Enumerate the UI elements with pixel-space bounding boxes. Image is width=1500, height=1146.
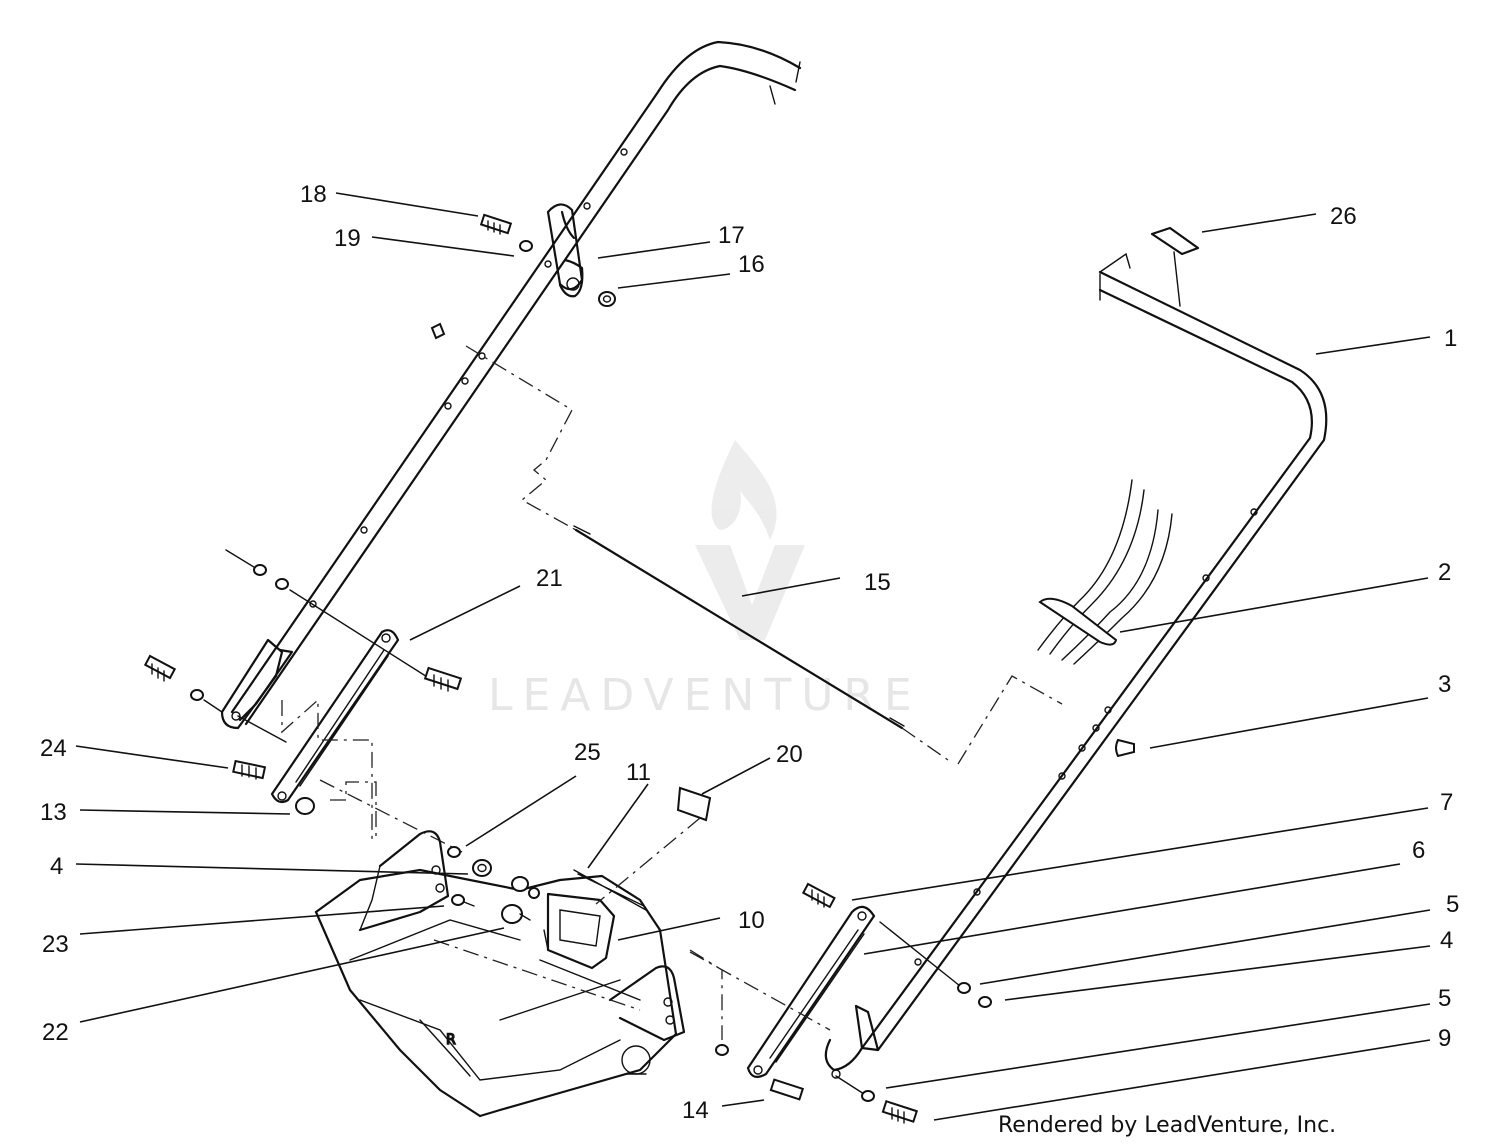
callout-2: 2: [1438, 559, 1451, 586]
callout-16: 16: [738, 251, 765, 278]
assembly-line-c: [465, 345, 577, 531]
nut-4a: [472, 859, 492, 877]
small-screw: [430, 322, 446, 340]
deck-bracket-right: [608, 965, 686, 1042]
callout-13: 13: [40, 799, 67, 826]
decal-20: [676, 786, 712, 822]
callout-10: 10: [738, 907, 765, 934]
decal-26: [1150, 226, 1200, 256]
callouts: 1 2 3 4 4 5 5 6 7 9 10 11 13 14 15 16 17…: [40, 181, 1459, 1124]
credit-text: Rendered by LeadVenture, Inc.: [998, 1113, 1336, 1138]
plug-3: [1115, 738, 1135, 758]
callout-4b: 4: [1440, 927, 1453, 954]
callout-14: 14: [682, 1097, 709, 1124]
upper-handle-left: [220, 40, 802, 730]
washer-small-a: [528, 887, 540, 899]
callout-11: 11: [626, 759, 651, 786]
bolt-14: [769, 1078, 805, 1101]
nut-16: [598, 291, 616, 307]
callout-1: 1: [1444, 325, 1457, 352]
callout-6: 6: [1412, 837, 1425, 864]
cable-harness-2: [1037, 479, 1173, 665]
nut-23: [451, 894, 465, 906]
assembly-line-g: [433, 939, 641, 1011]
lower-handle-right: [824, 252, 1328, 1079]
cable-clip: [546, 203, 584, 298]
callout-21: 21: [536, 565, 563, 592]
assembly-line-b: [330, 781, 377, 840]
callout-7: 7: [1440, 789, 1453, 816]
callout-23: 23: [42, 931, 69, 958]
link-plate-21: [270, 629, 400, 804]
washer-13: [295, 797, 315, 815]
callout-5b: 5: [1438, 985, 1451, 1012]
bolt-7: [801, 882, 836, 909]
assembly-line-f: [595, 817, 701, 905]
spring-11: [573, 869, 647, 911]
watermark-text: LEADVENTURE: [488, 670, 922, 721]
deck-bracket-left: [358, 830, 450, 932]
assembly-line-h: [689, 949, 831, 1040]
callout-26: 26: [1330, 203, 1357, 230]
washer-5a: [957, 982, 971, 994]
bolt-24: [232, 759, 267, 780]
callout-9: 9: [1438, 1025, 1451, 1052]
svg-text:R: R: [446, 1032, 456, 1048]
control-rod-15: [573, 525, 949, 761]
callout-15: 15: [864, 569, 891, 596]
bolt-22: [501, 904, 531, 924]
assembly-line-a: [281, 698, 373, 840]
callout-24: 24: [40, 735, 67, 762]
washer-25: [447, 846, 461, 858]
washer-19: [519, 240, 533, 252]
callout-19: 19: [334, 225, 361, 252]
mower-deck: R: [314, 868, 678, 1118]
bolt-18: [479, 213, 513, 235]
hardware-left-upper: [225, 549, 463, 692]
callout-3: 3: [1438, 671, 1451, 698]
link-plate-6: [746, 905, 876, 1079]
hardware-left-lower: [143, 654, 287, 743]
callout-5a: 5: [1446, 891, 1459, 918]
nut-small-b: [715, 1044, 729, 1056]
callout-22: 22: [42, 1019, 69, 1046]
callout-20: 20: [776, 741, 803, 768]
callout-4a: 4: [50, 853, 63, 880]
nut-small-a: [511, 876, 529, 892]
callout-25: 25: [574, 739, 601, 766]
leader-lines: [75, 192, 1431, 1121]
callout-17: 17: [718, 222, 745, 249]
leadventure-flame-icon: [695, 440, 805, 640]
assembly-line-e: [957, 675, 1063, 765]
nut-4b: [978, 996, 992, 1008]
callout-18: 18: [300, 181, 327, 208]
washer-5b: [861, 1090, 875, 1102]
bolt-9: [881, 1100, 919, 1124]
pivot-bracket-10: [543, 892, 616, 970]
